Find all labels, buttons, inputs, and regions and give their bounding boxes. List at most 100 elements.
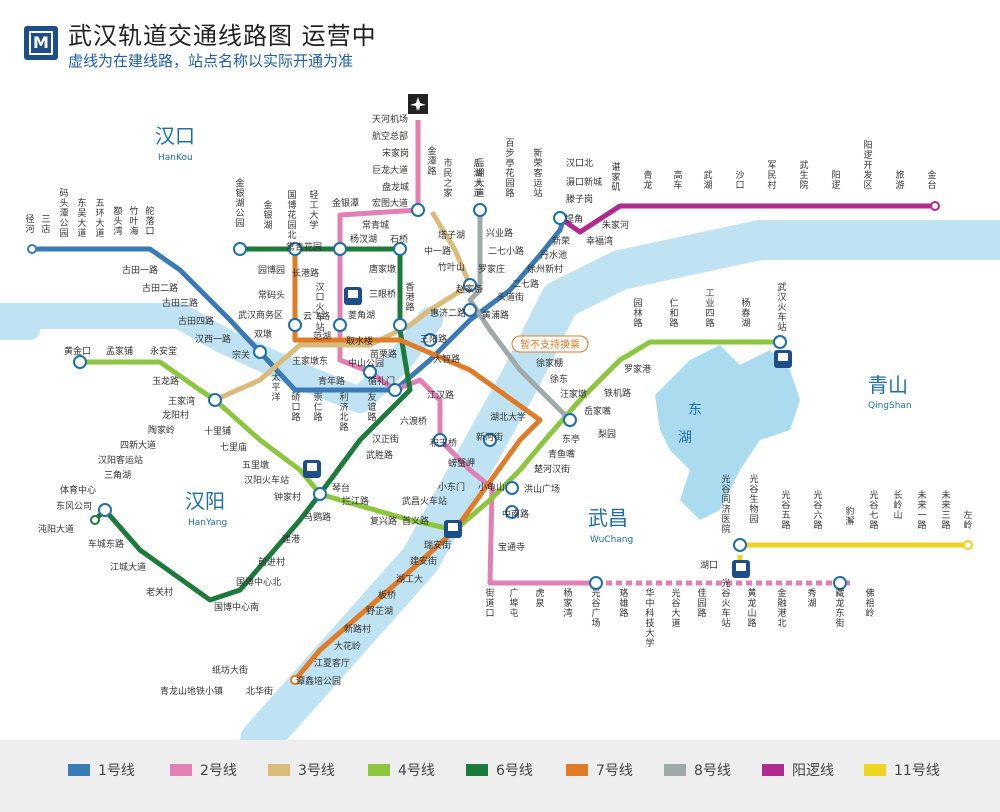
interchange-icon[interactable]: [313, 487, 327, 501]
station-label-vertical[interactable]: 额头湾: [113, 205, 122, 237]
station-label[interactable]: 小龟山: [478, 481, 505, 493]
interchange-icon[interactable]: [463, 278, 477, 292]
station-label[interactable]: 洪山广场: [524, 483, 560, 495]
station-label-vertical[interactable]: 金潭路: [427, 145, 436, 177]
station-label[interactable]: 朱家河: [602, 219, 629, 231]
station-label[interactable]: 汉西一路: [195, 333, 231, 345]
station-label[interactable]: 马鹦路: [304, 511, 331, 523]
station-label[interactable]: 中山公园: [348, 357, 384, 369]
station-label[interactable]: 国博中心北: [236, 576, 281, 588]
station-label[interactable]: 徐州新村: [527, 263, 563, 275]
station-label-vertical[interactable]: 竹叶海: [129, 205, 138, 237]
terminal-dot[interactable]: [27, 244, 37, 254]
station-label-vertical[interactable]: 杨春湖: [741, 297, 750, 329]
station-label-vertical[interactable]: 阳逻: [831, 170, 840, 191]
station-label[interactable]: 三眼桥: [369, 288, 396, 300]
station-label[interactable]: 大智路: [433, 353, 460, 365]
station-label-vertical[interactable]: 金台: [927, 169, 936, 191]
station-label-vertical[interactable]: 佳园路: [697, 587, 706, 619]
station-label[interactable]: 十里铺: [204, 425, 231, 437]
station-label[interactable]: 汉阳火车站: [244, 474, 289, 486]
station-label-vertical[interactable]: 秀湖: [807, 587, 816, 609]
station-label[interactable]: 铁机路: [604, 387, 631, 399]
station-label[interactable]: 徐东: [550, 373, 568, 385]
station-label-vertical[interactable]: 舵落口: [145, 205, 154, 237]
station-label-vertical[interactable]: 谌家矶: [611, 162, 620, 193]
station-label[interactable]: 范湖: [313, 330, 331, 342]
station-label[interactable]: 堤角: [565, 213, 583, 225]
station-label-vertical[interactable]: 军民村: [767, 160, 776, 191]
station-label[interactable]: 钟家村: [274, 491, 301, 503]
station-label[interactable]: 中南路: [502, 508, 529, 520]
station-label-vertical[interactable]: 街道口: [485, 587, 494, 619]
station-label-vertical[interactable]: 径河: [25, 213, 34, 235]
station-label[interactable]: 塔子湖: [438, 229, 465, 241]
station-label[interactable]: 汪家墩: [560, 388, 587, 400]
interchange-icon[interactable]: [563, 413, 577, 427]
station-label[interactable]: 头道街: [497, 291, 524, 303]
interchange-icon[interactable]: [589, 576, 603, 590]
station-label[interactable]: 谭鑫培公园: [296, 675, 341, 687]
interchange-icon[interactable]: [505, 505, 519, 519]
station-label-vertical[interactable]: 光谷生物园: [749, 473, 758, 525]
station-label-vertical[interactable]: 光谷广场: [591, 587, 600, 629]
station-label-vertical[interactable]: 轻工大学: [309, 189, 318, 231]
station-label[interactable]: 杨汊湖: [350, 233, 377, 245]
station-label-vertical[interactable]: 武汉火车站: [777, 281, 786, 333]
interchange-icon[interactable]: [423, 333, 437, 347]
station-label[interactable]: 国博中心南: [214, 601, 259, 613]
station-label[interactable]: 王家湾: [168, 395, 195, 407]
station-label[interactable]: 车城东路: [88, 538, 124, 550]
station-label-vertical[interactable]: 武湖: [703, 169, 712, 191]
station-label[interactable]: 东风公司: [56, 500, 92, 512]
interchange-icon[interactable]: [483, 433, 497, 447]
station-label-vertical[interactable]: 国博花园北: [287, 190, 296, 241]
station-label[interactable]: 天河机场: [372, 113, 408, 125]
station-label[interactable]: 建港: [282, 533, 300, 545]
station-label[interactable]: 菱角湖: [348, 309, 375, 321]
station-label-vertical[interactable]: 豹澥: [845, 505, 854, 527]
station-label-vertical[interactable]: 利济北路: [339, 391, 348, 433]
station-label-vertical[interactable]: 高车: [673, 169, 682, 191]
station-label[interactable]: 四新大道: [120, 439, 156, 451]
station-label[interactable]: 古田二路: [142, 282, 178, 294]
station-label[interactable]: 新荣: [552, 235, 570, 247]
station-label[interactable]: 汉正街: [372, 433, 399, 445]
station-label[interactable]: 航空总部: [372, 130, 408, 142]
station-label-vertical[interactable]: 后湖大道: [473, 158, 482, 199]
station-label-vertical[interactable]: 青龙: [643, 169, 652, 191]
station-label[interactable]: 园博园: [258, 264, 285, 276]
interchange-icon[interactable]: [773, 335, 787, 349]
station-label[interactable]: 琴台: [332, 482, 350, 494]
station-label[interactable]: 江夏客厅: [314, 657, 350, 669]
station-label[interactable]: 宋家岗: [382, 147, 409, 159]
station-label[interactable]: 双墩: [254, 328, 272, 340]
station-label[interactable]: 盘龙城: [382, 181, 409, 193]
station-label-vertical[interactable]: 后湖大道: [475, 158, 484, 199]
station-label[interactable]: 七里庙: [220, 441, 247, 453]
interchange-icon[interactable]: [288, 242, 302, 256]
station-label-vertical[interactable]: 园林路: [633, 298, 642, 329]
station-label[interactable]: 武昌火车站: [402, 495, 447, 507]
station-label[interactable]: 螃蟹岬: [448, 457, 475, 469]
station-label[interactable]: 体育中心: [60, 484, 96, 496]
station-label[interactable]: 取水楼: [346, 335, 373, 347]
station-label[interactable]: 瑞安街: [424, 539, 451, 551]
station-label-vertical[interactable]: 百步亭花园路: [505, 138, 514, 199]
station-label-vertical[interactable]: 仁和路: [669, 297, 678, 329]
station-label-vertical[interactable]: 太平洋: [271, 371, 280, 403]
station-label-vertical[interactable]: 阳逻开发区: [863, 140, 872, 191]
interchange-icon[interactable]: [553, 211, 567, 225]
station-label[interactable]: 徐家棚: [536, 357, 563, 369]
station-label[interactable]: 古田四路: [178, 315, 214, 327]
station-label[interactable]: 常码头: [258, 289, 285, 301]
station-label-vertical[interactable]: 工业四路: [705, 289, 714, 329]
station-label-vertical[interactable]: 硚口路: [291, 392, 300, 423]
station-label[interactable]: 武胜路: [366, 449, 393, 461]
station-label[interactable]: 长港路: [292, 267, 319, 279]
station-label[interactable]: 拦江路: [342, 495, 369, 507]
station-label[interactable]: 古田三路: [162, 297, 198, 309]
station-label-vertical[interactable]: 藏龙东街: [835, 587, 844, 629]
station-label[interactable]: 丹水池: [540, 249, 567, 261]
interchange-icon[interactable]: [411, 203, 425, 217]
